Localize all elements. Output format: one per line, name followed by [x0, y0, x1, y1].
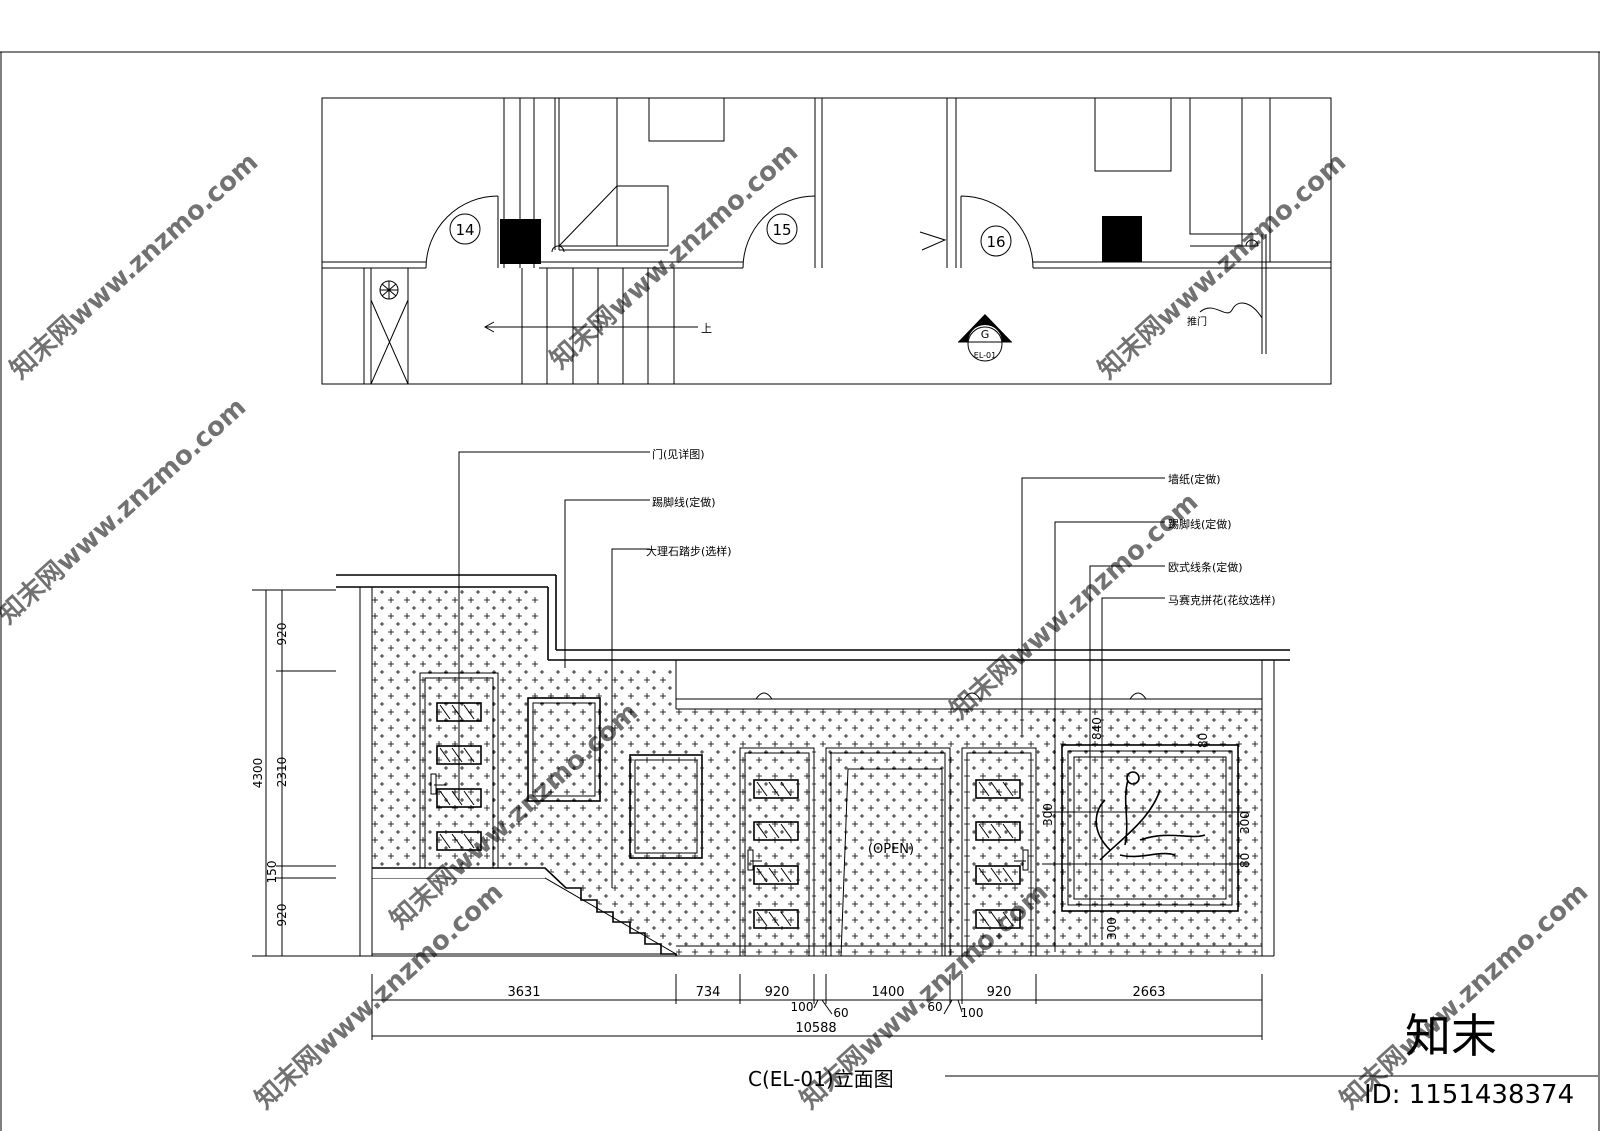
horizontal-dimensions [371, 974, 1263, 1040]
wallpaper-area-left [372, 587, 1262, 956]
mosaic-dim-80-right: 80 [1238, 853, 1252, 868]
dim-width-920-a: 920 [765, 985, 790, 1000]
callout-door: 门(见详图) [652, 447, 705, 461]
watermark-text-3: 知末网www.znzmo.com [1093, 147, 1353, 385]
dim-total-height: 4300 [251, 758, 265, 789]
elevation-view: (OPEN) [251, 447, 1598, 1091]
picture-frame-1 [527, 697, 601, 802]
door-right [961, 747, 1037, 957]
dim-width-920-b: 920 [987, 985, 1012, 1000]
push-door-label: 推门 [1187, 315, 1207, 328]
callout-marble-step: 大理石踏步(选样) [646, 544, 732, 558]
watermark-text-4: 知末网www.znzmo.com [0, 392, 252, 630]
room-15-marker [766, 213, 798, 245]
door-middle [739, 747, 815, 957]
dim-small-60-right: 60 [927, 1000, 942, 1014]
room-14-label: 14 [455, 221, 474, 239]
callout-mosaic: 马赛克拼花(花纹选样) [1168, 593, 1276, 607]
room-16-label: 16 [986, 233, 1005, 251]
mosaic-dim-300-right: 300 [1238, 811, 1252, 834]
mosaic-dim-80-top: 80 [1196, 733, 1210, 748]
vertical-dimensions [252, 589, 336, 957]
dim-small-100-left: 100 [791, 1000, 814, 1014]
open-doorway: (OPEN) [825, 747, 951, 957]
section-marker: G EL-01 [958, 314, 1012, 362]
brand-logo-text: 知末 [1405, 1009, 1497, 1063]
mosaic-dim-300-bottom: 300 [1105, 917, 1119, 940]
dim-small-60-left: 60 [833, 1006, 848, 1020]
mosaic-panel [1061, 744, 1239, 912]
dim-width-2663: 2663 [1132, 985, 1165, 1000]
callout-european-molding: 欧式线条(定做) [1168, 560, 1243, 574]
stair-up-label: 上 [701, 322, 712, 335]
dim-height-920-top: 920 [275, 623, 289, 646]
callout-leaders [458, 451, 1165, 952]
asset-id-text: ID: 1151438374 [1364, 1080, 1574, 1110]
watermark-text-6: 知末网www.znzmo.com [945, 487, 1205, 725]
callout-skirting-left: 踢脚线(定做) [652, 495, 716, 509]
room-15-label: 15 [772, 221, 791, 239]
callout-skirting-right: 踢脚线(定做) [1168, 517, 1232, 531]
sheet-frame [0, 51, 1600, 1131]
mosaic-dim-840: 840 [1090, 717, 1104, 740]
callout-wallpaper: 墙纸(定做) [1168, 472, 1221, 486]
dim-width-734: 734 [696, 985, 721, 1000]
mosaic-dim-300-left: 300 [1041, 803, 1055, 826]
watermark-layer: 知末网www.znzmo.com 知末网www.znzmo.com 知末网www… [0, 137, 1594, 1115]
floor-plan: 14 15 16 [321, 97, 1332, 385]
section-letter: G [981, 328, 990, 341]
dim-height-2310: 2310 [275, 757, 289, 788]
section-ref: EL-01 [974, 351, 996, 360]
open-label: (OPEN) [868, 842, 914, 857]
dim-total-width: 10588 [795, 1021, 836, 1036]
dim-width-3631: 3631 [507, 985, 540, 1000]
dim-height-920-bottom: 920 [275, 904, 289, 927]
drawing-title: C(EL-01)立面图 [748, 1067, 894, 1091]
dim-small-100-right: 100 [961, 1006, 984, 1020]
dim-width-1400: 1400 [871, 985, 904, 1000]
room-16-marker [980, 225, 1012, 257]
watermark-text-1: 知末网www.znzmo.com [5, 147, 265, 385]
dim-height-150: 150 [265, 861, 279, 884]
picture-frame-2 [629, 754, 703, 859]
room-14-marker [449, 213, 481, 245]
